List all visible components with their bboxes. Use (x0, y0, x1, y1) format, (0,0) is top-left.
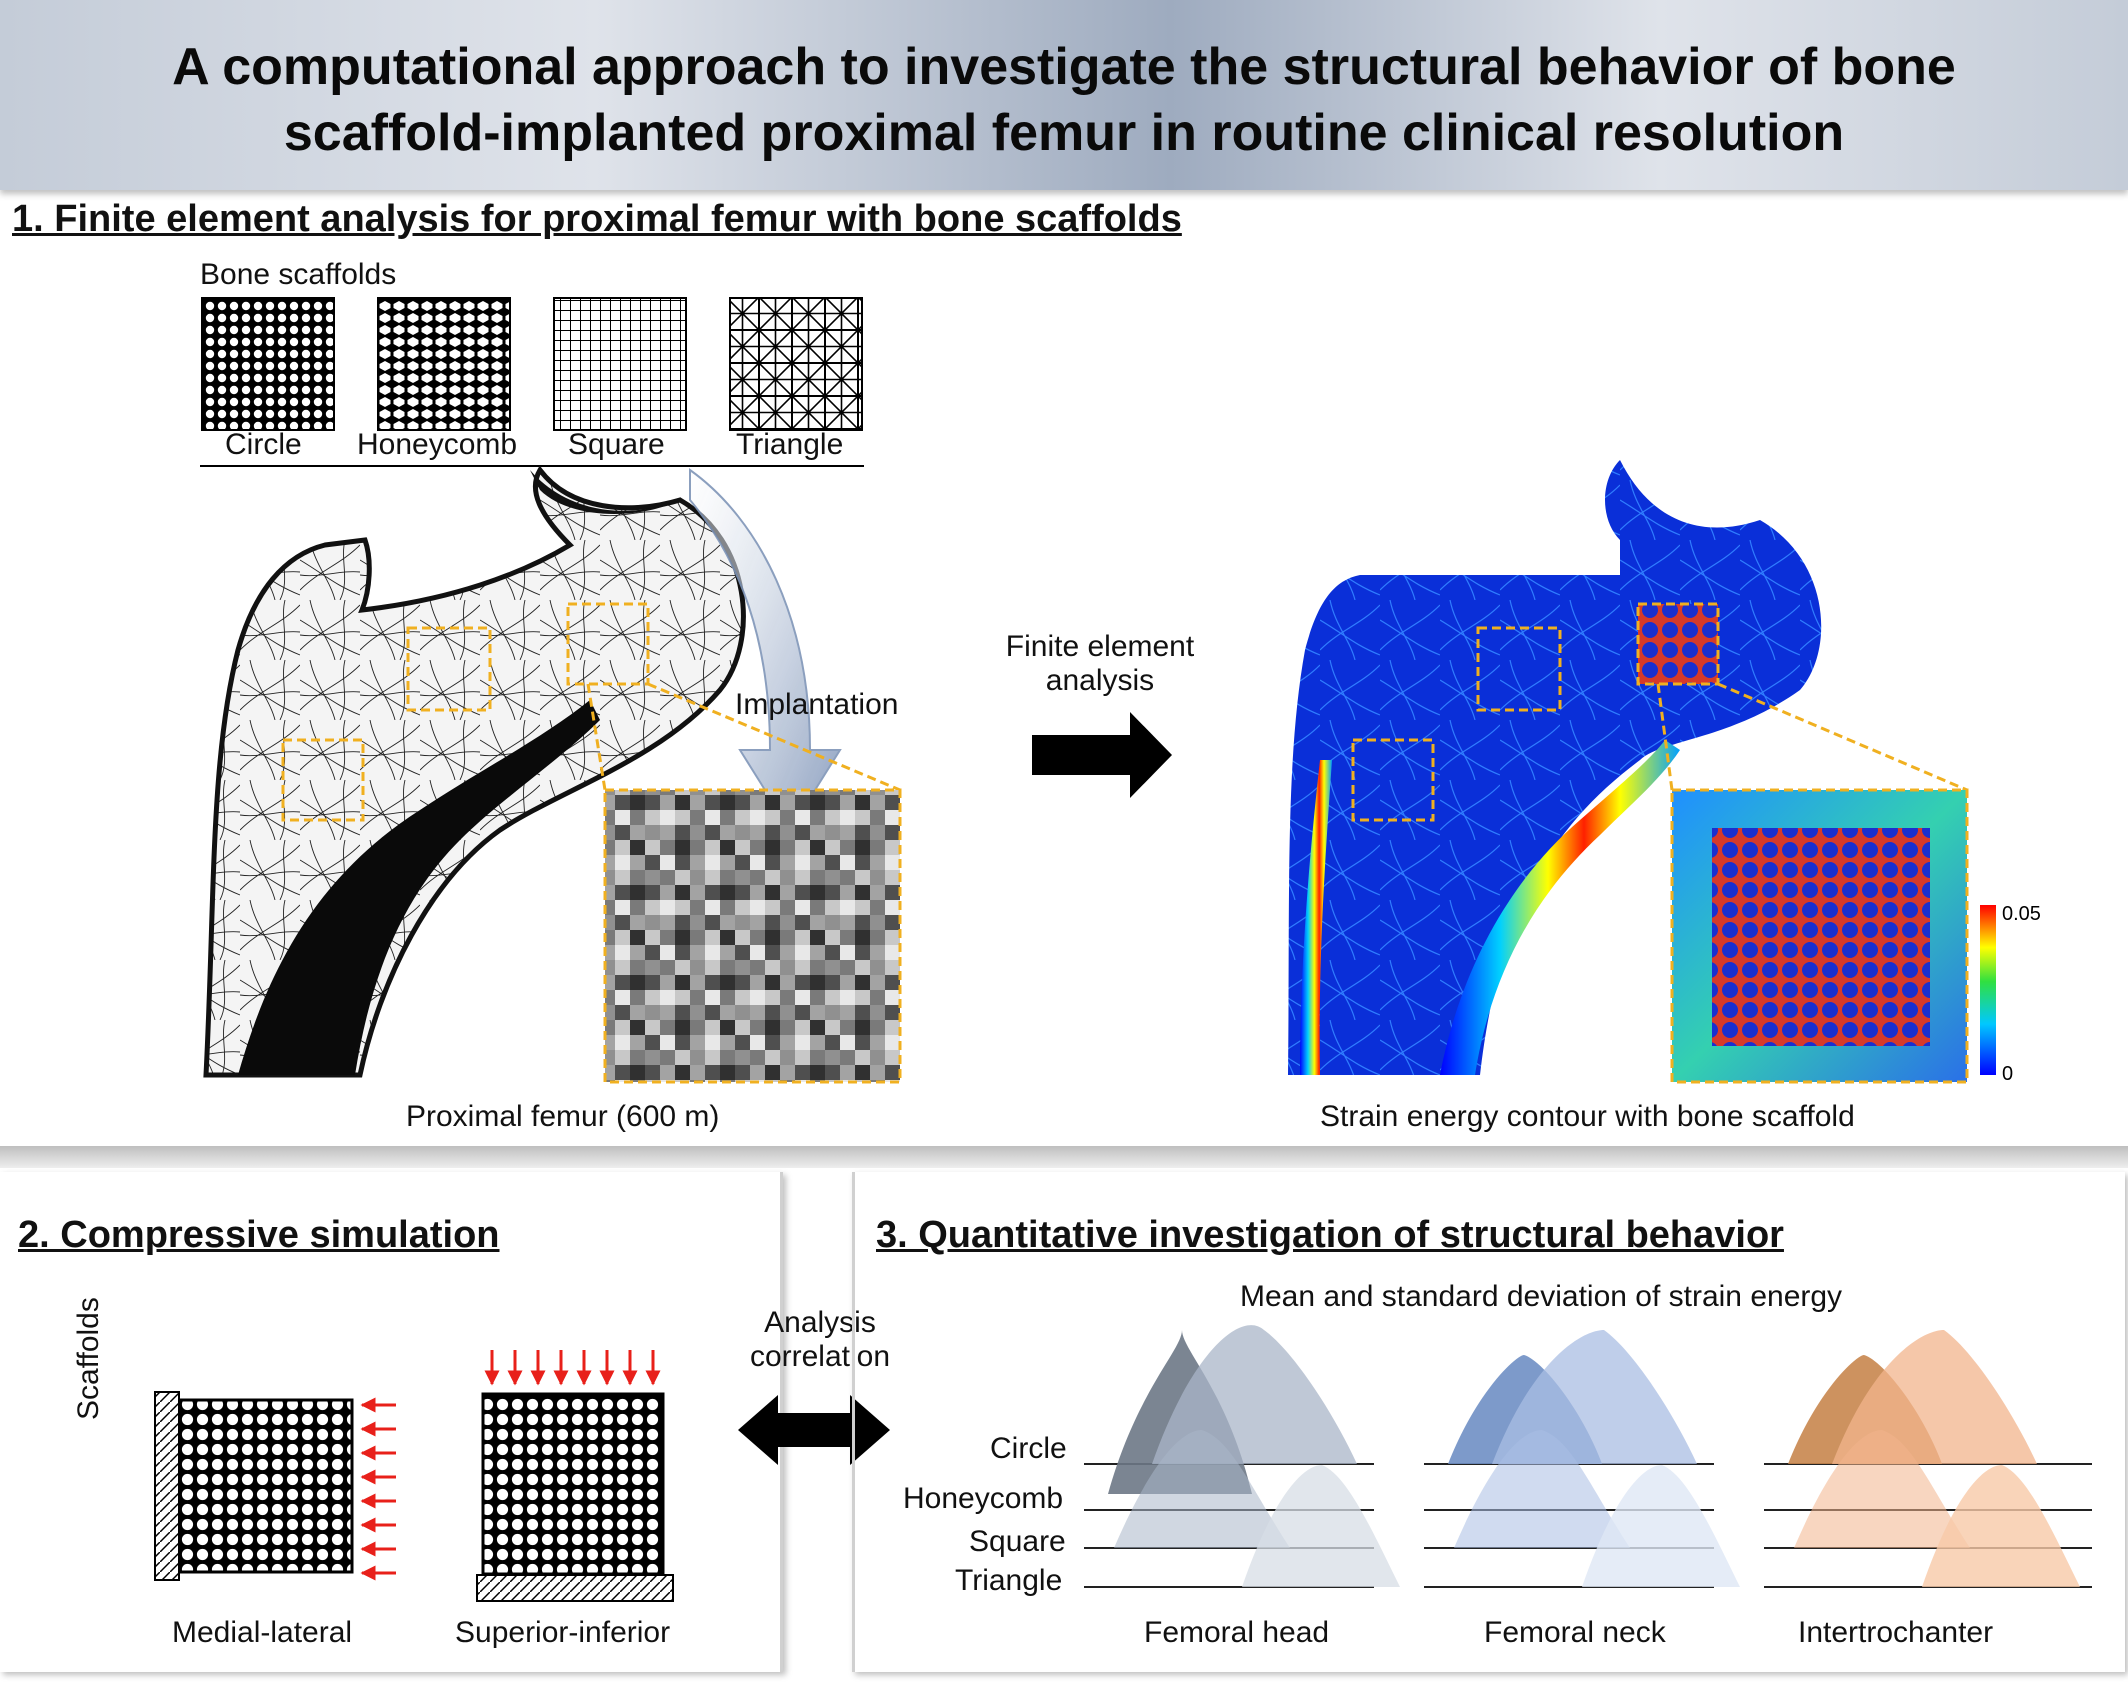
medial-lateral-scaffold (178, 1398, 354, 1574)
strain-energy-subtitle: Mean and standard deviation of strain en… (1240, 1280, 1843, 1313)
strain-colorbar (1980, 905, 1996, 1075)
title-line-1: A computational approach to investigate … (172, 38, 1956, 96)
implantation-label: Implantation (735, 688, 899, 721)
analysis-correlation-label: Analysis correlation (720, 1306, 920, 1374)
region-label-femoral-head: Femoral head (1144, 1616, 1330, 1649)
roi-box-head-left (566, 602, 650, 686)
scaffold-label-honeycomb: Honeycomb (357, 428, 518, 461)
region-label-intertrochanter: Intertrochanter (1798, 1616, 1994, 1649)
scaffold-circle-thumbnail (201, 297, 335, 431)
roi-box-neck-left (406, 626, 492, 712)
superior-inferior-load-arrows (484, 1350, 661, 1386)
quantitative-investigation-panel (852, 1172, 2125, 1672)
strain-inset (1670, 788, 1969, 1084)
region-label-femoral-neck: Femoral neck (1484, 1616, 1666, 1649)
medial-lateral-load-arrows (360, 1397, 396, 1581)
section-1-graphics: 0.05 0 (200, 297, 2041, 1085)
page-title: A computational approach to investigate … (0, 34, 2128, 166)
ridge-femoral-neck (1448, 1330, 1740, 1587)
scaffold-label-triangle: Triangle (736, 428, 844, 461)
correlation-line-1: Analysis (764, 1306, 876, 1339)
ridge-intertrochanter (1788, 1330, 2080, 1587)
medial-lateral-fixed-support (154, 1391, 180, 1581)
load-case-superior-inferior: Superior-inferior (455, 1616, 671, 1649)
section-1-heading: 1. Finite element analysis for proximal … (12, 198, 1182, 240)
fea-arrow (1032, 712, 1172, 798)
roi-box-head-right (1636, 602, 1720, 686)
title-line-2: scaffold-implanted proximal femur in rou… (283, 104, 1845, 162)
row-label-circle: Circle (990, 1432, 1067, 1465)
roi-box-intertrochanter-left (281, 738, 365, 822)
roi-box-intertrochanter-right (1351, 738, 1435, 822)
load-case-medial-lateral: Medial-lateral (172, 1616, 353, 1649)
fea-label-line-1: Finite element (1005, 630, 1195, 663)
superior-inferior-scaffold (481, 1392, 665, 1576)
proximal-femur-image (203, 465, 746, 1078)
bone-scaffolds-title: Bone scaffolds (200, 258, 397, 291)
femur-caption: Proximal femur (600 m) (406, 1100, 720, 1133)
row-label-honeycomb: Honeycomb (903, 1482, 1064, 1515)
fea-label: Finite element analysis (990, 630, 1210, 698)
title-banner: A computational approach to investigate … (0, 0, 2128, 190)
section-separator (0, 1146, 2128, 1168)
fea-label-line-2: analysis (1045, 664, 1155, 697)
section-2-heading: 2. Compressive simulation (18, 1214, 500, 1256)
superior-inferior-fixed-support (476, 1574, 674, 1602)
scaffold-label-square: Square (568, 428, 665, 461)
scaffold-label-circle: Circle (225, 428, 302, 461)
ridge-femoral-head (1108, 1325, 1400, 1587)
scaffold-honeycomb-thumbnail (377, 297, 511, 431)
row-label-square: Square (969, 1525, 1066, 1558)
colorbar-min-label: 0 (2002, 1063, 2013, 1085)
row-label-triangle: Triangle (955, 1564, 1063, 1597)
scaffold-square-thumbnail (553, 297, 687, 431)
contour-caption: Strain energy contour with bone scaffold (1320, 1100, 1855, 1133)
strain-energy-ridgeline (1084, 1325, 2092, 1588)
compressive-simulation-graphics (154, 1350, 674, 1602)
roi-box-neck-right (1476, 626, 1562, 712)
voxel-inset (603, 788, 902, 1084)
correlation-line-2: correlation (749, 1340, 891, 1373)
scaffold-triangle-thumbnail (729, 297, 863, 431)
section-3-heading: 3. Quantitative investigation of structu… (876, 1214, 1784, 1256)
colorbar-max-label: 0.05 (2002, 903, 2041, 925)
